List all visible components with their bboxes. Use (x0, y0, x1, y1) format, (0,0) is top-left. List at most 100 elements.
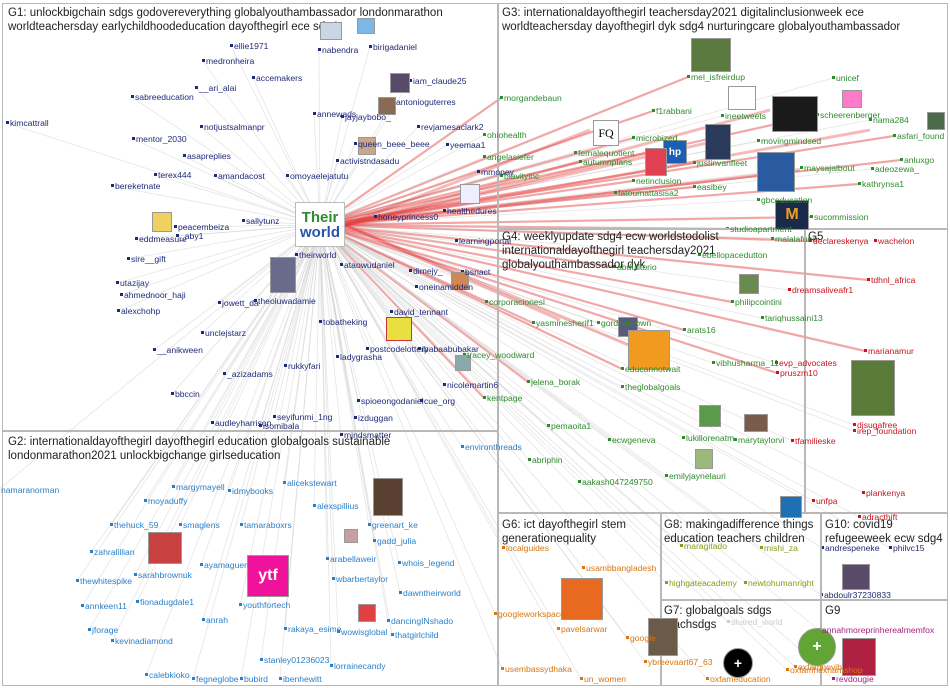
node-label[interactable]: antonioguterres (396, 97, 456, 107)
avatar-philipcointini[interactable] (739, 274, 759, 294)
node-label[interactable]: emilyjaynelauri (669, 471, 726, 481)
node-label[interactable]: peacembeiza (178, 222, 230, 232)
avatar-lukillorenatm[interactable] (699, 405, 721, 427)
node-label[interactable]: asapreplies (187, 151, 231, 161)
node-label[interactable]: theoluwadamie (258, 296, 316, 306)
node-label[interactable]: utazijay (120, 278, 150, 288)
node-label[interactable]: sabreeducation (135, 92, 194, 102)
node-label[interactable]: asfari_found (897, 131, 945, 141)
node-label[interactable]: audleyharrison (215, 418, 272, 428)
node-label[interactable]: alicekstewart (287, 478, 337, 488)
avatar-arabellaweir[interactable] (344, 529, 358, 543)
node-label[interactable]: seyifunmi_1ng (277, 412, 333, 422)
node-label[interactable]: revjamesaclark2 (421, 122, 484, 132)
node-label[interactable]: femalequotient (578, 148, 635, 158)
node-label[interactable]: gadd_julia (377, 536, 417, 546)
node-label[interactable]: aakash047249750 (582, 477, 653, 487)
node-label[interactable]: abdoulr37230833 (824, 590, 891, 600)
node-label[interactable]: eddmeasure (139, 234, 187, 244)
node-label[interactable]: ellie1971 (234, 41, 269, 51)
hp-logo[interactable]: hp (663, 140, 687, 164)
node-label[interactable]: maysajalbout (804, 163, 855, 173)
node-label[interactable]: cue_org (424, 396, 456, 406)
avatar-sarahbrownuk[interactable] (148, 532, 182, 564)
node-label[interactable]: accemakers (256, 73, 303, 83)
node-label[interactable]: un_women (584, 674, 627, 684)
node-label[interactable]: margymayell (176, 482, 225, 492)
node-label[interactable]: corporacionesl (489, 297, 545, 307)
avatar-mel-isfreirdup[interactable] (691, 38, 731, 72)
node-label[interactable]: usembassydhaka (505, 664, 572, 674)
node-label[interactable]: sarahbrownuk (138, 570, 192, 580)
node-label[interactable]: educannotwait (625, 364, 681, 374)
node-label[interactable]: lukillorenatm (686, 433, 735, 443)
node-label[interactable]: vibhusharma_11 (716, 358, 779, 368)
node-label[interactable]: omoyaelejatutu (290, 171, 349, 181)
node-label[interactable]: __ari_alai (199, 83, 237, 93)
node-label[interactable]: annahmoreprinherealmemfox (822, 625, 935, 635)
node-label[interactable]: alexspillius (317, 501, 359, 511)
node-label[interactable]: kimcattrall (10, 118, 49, 128)
node-label[interactable]: plankenya (866, 488, 906, 498)
node-label[interactable]: jowett_da (222, 298, 259, 308)
theirworld-logo[interactable]: Their world (295, 202, 345, 247)
node-label[interactable]: idmybooks (232, 486, 274, 496)
node-label[interactable]: dimejy_ (413, 266, 443, 276)
node-label[interactable]: _aby1 (180, 231, 204, 241)
node-label[interactable]: notjustsalmanpr (204, 122, 265, 132)
avatar-justinvanfleet[interactable] (705, 124, 731, 160)
node-label[interactable]: ayamaguen (204, 560, 249, 570)
node-label[interactable]: revdougie (836, 674, 874, 684)
node-label[interactable]: malalafund (775, 234, 818, 244)
node-label[interactable]: justinvanfleet (697, 158, 748, 168)
node-label[interactable]: _azizadams (227, 369, 273, 379)
node-label[interactable]: microbized (636, 133, 678, 143)
avatar-ybreevaart[interactable] (648, 618, 678, 656)
node-label[interactable]: sire__gift (131, 254, 166, 264)
node-label[interactable]: localguides (506, 543, 549, 553)
node-label[interactable]: bereketnate (115, 181, 161, 191)
node-label[interactable]: dancingINshado (391, 616, 454, 626)
node-label[interactable]: tfamilieske (795, 436, 836, 446)
node-label[interactable]: ecwgeneva (612, 435, 656, 445)
node-label[interactable]: kentpage (487, 393, 523, 403)
avatar-iam-claude25[interactable] (390, 73, 410, 93)
node-label[interactable]: marianamur (868, 346, 914, 356)
avatar-queen-beee[interactable] (358, 137, 376, 155)
node-label[interactable]: wbarbertaylor (336, 574, 389, 584)
node-label[interactable]: morgandebaun (504, 93, 562, 103)
node-label[interactable]: zahralillian (94, 547, 135, 557)
node-label[interactable]: iam_claude25 (413, 76, 467, 86)
avatar-nicolemartin6[interactable] (455, 355, 471, 371)
avatar-pavelsarwar[interactable] (561, 578, 603, 620)
node-label[interactable]: learningportal (459, 236, 512, 246)
node-label[interactable]: unfpa (816, 496, 838, 506)
node-label[interactable]: nabendra (322, 45, 359, 55)
avatar-eddmeasure[interactable] (152, 212, 172, 232)
node-label[interactable]: rukkyfari (288, 361, 321, 371)
node-label[interactable]: calebkioko (149, 670, 190, 680)
ineetweets-logo[interactable] (728, 86, 756, 110)
node-label[interactable]: oxfameducation (710, 674, 771, 684)
node-label[interactable]: evp_advocates (779, 358, 837, 368)
node-label[interactable]: healthedures (447, 206, 497, 216)
node-label[interactable]: sucommission (814, 212, 869, 222)
node-label[interactable]: anluxgo (904, 155, 935, 165)
avatar-wowisglobal[interactable] (358, 604, 376, 622)
node-label[interactable]: declareskenya (813, 236, 869, 246)
node-label[interactable]: unicef (836, 73, 859, 83)
node-label[interactable]: arabellaweir (330, 554, 377, 564)
postcodelottery-logo[interactable] (386, 317, 412, 341)
node-label[interactable]: pavelsarwar (561, 624, 608, 634)
node-label[interactable]: fatoumattasisa2 (618, 188, 679, 198)
node-label[interactable]: gordonbrown (601, 318, 652, 328)
node-label[interactable]: philipcointini (735, 297, 782, 307)
node-label[interactable]: birigadaniel (373, 42, 417, 52)
node-label[interactable]: tdhnl_africa (871, 275, 916, 285)
globe-icon[interactable] (357, 18, 375, 34)
avatar-asfari-found[interactable] (927, 112, 945, 130)
node-label[interactable]: autumnplans (583, 157, 633, 167)
node-label[interactable]: wowisglobal (341, 627, 388, 637)
node-label[interactable]: activistndasadu (340, 156, 400, 166)
node-label[interactable]: bubird (244, 674, 268, 684)
